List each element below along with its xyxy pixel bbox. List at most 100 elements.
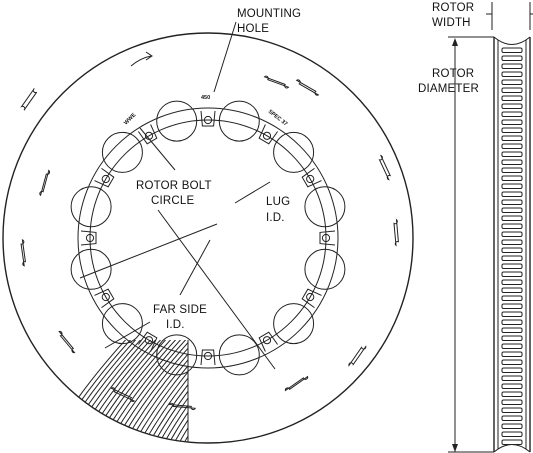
- side-vent-slot: [501, 311, 523, 317]
- mounting-hole-label: MOUNTING HOLE: [237, 8, 305, 35]
- side-vent-slot: [501, 183, 523, 189]
- rotor-diameter-dimension: [448, 36, 494, 453]
- scallop-lobe: [70, 248, 112, 290]
- lug-tab: [94, 288, 115, 309]
- mounting-hole: [203, 115, 213, 125]
- stamp-top: 450: [201, 95, 210, 101]
- side-vent-slot: [501, 103, 523, 109]
- mounting-hole: [101, 174, 110, 184]
- side-vent-slot: [501, 287, 523, 293]
- mounting-hole: [321, 233, 331, 243]
- side-vent-slot: [501, 271, 523, 277]
- far-side-leader: [104, 239, 211, 349]
- side-vent-slot: [501, 255, 523, 261]
- side-vent-slot: [501, 111, 523, 117]
- mounting-hole: [306, 292, 315, 302]
- rotor-width-dimension: [486, 2, 533, 30]
- scallop-lobe: [304, 248, 346, 290]
- rotor-slot: [20, 88, 38, 111]
- lug-tab: [94, 167, 115, 188]
- vent-vane: [79, 340, 171, 443]
- side-vent-slot: [501, 175, 523, 181]
- vent-vane: [144, 340, 188, 443]
- vent-vane: [89, 340, 181, 443]
- scallop-lobe: [101, 131, 143, 173]
- scallop-lobe: [101, 303, 143, 345]
- vent-vane: [114, 340, 188, 443]
- rotor-diameter-label: ROTOR DIAMETER: [418, 68, 479, 95]
- side-vent-slot: [501, 383, 523, 389]
- vent-vane: [139, 340, 188, 443]
- mounting-hole: [144, 336, 154, 345]
- rotor-slot: [378, 154, 392, 181]
- rotor-slot: [295, 79, 320, 96]
- stamp-right: SPEC 37: [267, 109, 289, 128]
- lug-tab: [137, 331, 158, 352]
- side-vent-slot: [501, 367, 523, 373]
- side-vent-slot: [501, 391, 523, 397]
- mounting-hole: [101, 292, 110, 302]
- side-vent-slot: [501, 295, 523, 301]
- rotor-bolt-circle-label: ROTOR BOLT CIRCLE: [136, 180, 215, 207]
- lug-id-scallops: [70, 100, 346, 376]
- side-vent-slot: [501, 263, 523, 269]
- side-vent-slot: [501, 407, 523, 413]
- side-vent-slot: [501, 335, 523, 341]
- side-vent-slot: [501, 223, 523, 229]
- side-vent-slot: [501, 399, 523, 405]
- side-vent-slot: [501, 415, 523, 421]
- vent-vane: [129, 340, 188, 443]
- rotor-slot: [284, 375, 309, 392]
- lug-id-leader: [79, 181, 271, 279]
- lug-tab: [258, 124, 279, 145]
- scallop-lobe: [273, 131, 315, 173]
- side-vent-slot: [501, 135, 523, 141]
- scallop-lobe: [218, 334, 260, 376]
- side-vent-slot: [501, 55, 523, 61]
- rotor-slot: [263, 75, 290, 89]
- side-vent-slot: [501, 79, 523, 85]
- side-vent-slot: [501, 351, 523, 357]
- arrow-right-icon: [130, 55, 152, 67]
- side-vent-slot: [501, 431, 523, 437]
- side-vent-slot: [501, 247, 523, 253]
- rotor-slot: [110, 387, 136, 402]
- mounting-hole: [203, 351, 213, 361]
- mounting-hole: [85, 233, 95, 243]
- vent-vane: [119, 340, 188, 443]
- vent-vane: [69, 340, 161, 443]
- rotor-outer-edge: [2, 32, 414, 444]
- mounting-hole-leader: [213, 21, 237, 93]
- side-vent-slot: [501, 319, 523, 325]
- bolt-circle-leader: [139, 127, 276, 370]
- rotor-slot: [393, 218, 399, 247]
- side-vent-slot: [501, 423, 523, 429]
- arrow-head-icon: [145, 51, 153, 61]
- vent-vane: [99, 340, 188, 443]
- side-vent-slot: [501, 95, 523, 101]
- vent-vane: [104, 340, 188, 443]
- side-vent-slot: [501, 279, 523, 285]
- mounting-hole: [306, 174, 315, 184]
- side-vent-slot: [501, 439, 523, 445]
- vent-vane: [84, 340, 176, 443]
- scallop-lobe: [156, 100, 198, 142]
- lug-tab: [137, 124, 158, 145]
- side-vent-slot: [501, 63, 523, 69]
- lug-tab: [200, 349, 216, 366]
- vent-vane: [62, 340, 146, 443]
- bolt-circle: [89, 119, 327, 357]
- side-vent-slot: [501, 231, 523, 237]
- side-vent-slot: [501, 71, 523, 77]
- vent-vane: [62, 340, 151, 443]
- rotor-slot: [348, 345, 367, 367]
- mounting-hole: [262, 336, 272, 345]
- side-vent-slot: [501, 151, 523, 157]
- side-vent-slot: [501, 215, 523, 221]
- rotor-slot: [168, 402, 196, 411]
- vent-vane: [124, 340, 188, 443]
- side-vent-slot: [501, 207, 523, 213]
- side-vent-slot: [501, 191, 523, 197]
- side-vent-slot: [501, 167, 523, 173]
